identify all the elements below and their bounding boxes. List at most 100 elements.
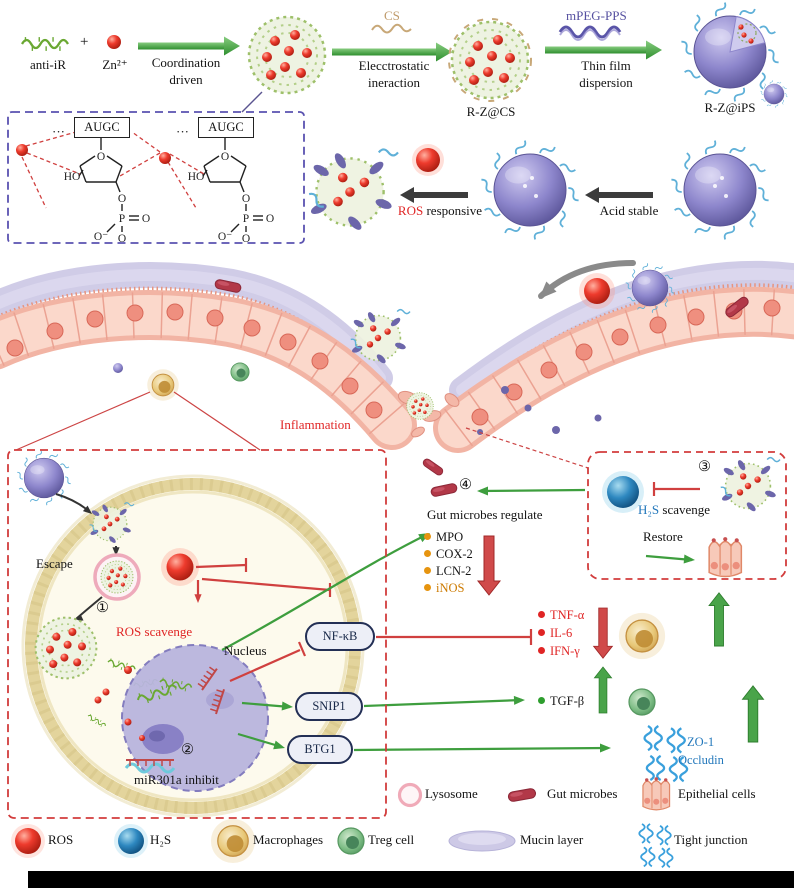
coordination-bonds [21,131,205,209]
marker-item: iNOS [424,581,464,597]
arrow3-label-line1: Thin film [581,58,631,73]
cytokine-bullet [538,629,545,636]
scavenge-word: scavenge [659,502,711,517]
step3-number: ③ [698,459,711,475]
legend-epithelial-label: Epithelial cells [678,786,756,801]
rzips-sphere [680,1,789,108]
bottom-bar [28,871,794,888]
btg1-oval [287,735,353,764]
tgfb-bullet [538,697,545,704]
atom-ho: HO [188,171,205,183]
atom-o: O [118,193,126,205]
uptake-arrow [55,493,95,517]
markers-down-arrow [477,535,501,596]
atom-p: P [119,213,125,225]
btg1-label: BTG1 [304,742,336,756]
legend-gut-microbes-label: Gut microbes [547,786,618,801]
degraded-particle-row2 [307,149,398,232]
nfkb-oval [305,622,375,651]
marker-mpo: MPO [436,530,464,544]
mir301a-label: miR301a inhibit [134,772,219,787]
cytokine-item: IL-6 [538,626,572,642]
atom-o: O [97,151,105,163]
arrow2-label-line1: Elecctrostatic [358,58,430,73]
ros-word: ROS [397,203,424,218]
entry-arrow [533,260,636,305]
marker-bullet [424,584,431,591]
h2s-inhibit-tbar [652,482,700,496]
chem-structure-box: O HO O P O O⁻ O O HO O P O O⁻ O [7,111,305,245]
cytokine-item: IFN-γ [538,644,580,660]
cytokine-bullet [538,647,545,654]
treg-small-icon [230,362,250,382]
mucin-legend-icon [448,830,516,852]
acid-stable-arrow [585,187,653,203]
zn-dot-icon [107,35,121,49]
h2s-scavenge-label: H₂S scavenge [638,502,710,518]
step1-number: ① [96,600,109,616]
mpeg-squiggle-icon [558,25,622,41]
marker-item: COX-2 [424,547,473,563]
marker-bullet [424,550,431,557]
legend-macrophages-label: Macrophages [253,832,324,847]
occludin-label: Occludin [678,753,724,767]
tgfb-label: TGF-β [550,694,585,708]
restore-arrow [645,554,696,565]
nanoparticle-cluster-gap [406,392,434,420]
gut-microbe-legend-icon [507,787,537,803]
escape-label: Escape [36,556,73,571]
plus-sign: + [80,34,89,50]
reaction-arrow-coordination [138,36,240,56]
responsive-word: responsive [423,203,483,218]
zn-label: Zn²⁺ [102,57,128,72]
zoom-lines [15,391,589,469]
mirna-duplex [124,759,176,774]
cytokine-item: TNF-α [538,608,584,624]
purple-sphere-mid [480,139,581,240]
atom-o-minus: O⁻ [218,231,232,243]
nucleus-to-snip1-arrow [241,701,294,712]
escape-arrow [72,596,103,625]
legend-lysosome-label: Lysosome [425,786,478,801]
tgfb-item: TGF-β [538,694,584,710]
reaction-arrow-electrostatic [332,42,452,62]
macrophage-zoom-box [7,449,387,819]
atom-o: O [221,151,229,163]
mirna-inhibits-nfkb-tbar [229,641,307,683]
nfkb-label: NF-κB [322,629,358,643]
treg-pathway-icon [628,688,656,716]
cs-label: CS [384,8,400,23]
mirna-to-microbes-arrow [221,529,433,651]
marker-cox2: COX-2 [436,547,473,561]
marker-item: MPO [424,530,463,546]
ros-scavenge-label: ROS scavenge [116,624,193,639]
atom-o: O [142,213,150,225]
cytokines-down-arrow [593,607,613,659]
marker-bullet [424,567,431,574]
mpeg-label: mPEG-PPS [566,8,627,23]
atom-p: P [243,213,249,225]
lysosome-with-cargo [93,553,141,601]
acid-stable-label: Acid stable [599,203,659,218]
ellipsis-left: ··· [52,124,65,139]
nucleus-to-btg1-arrow [237,732,287,753]
cytokine-ifng: IFN-γ [550,644,580,658]
cs-squiggle-icon [371,23,412,34]
arrow1-label-line1: Coordination [151,55,221,70]
tgfb-up-arrow [594,666,612,714]
snip1-oval [295,692,363,721]
released-cluster [34,616,98,680]
tight-junction-legend-icon [639,824,672,867]
ros-sphere-gap [579,273,615,309]
epithelium-left [0,262,417,450]
atom-o: O [242,193,250,205]
ros-sphere-row2 [412,144,444,176]
h2s-sphere [602,471,644,513]
atom-o: O [266,213,274,225]
btg1-to-junction-arrow [353,743,611,753]
ros-responsive-label: ROS responsive [382,203,498,219]
restore-label: Restore [643,529,683,544]
legend-tight-junction-label: Tight junction [674,832,748,847]
